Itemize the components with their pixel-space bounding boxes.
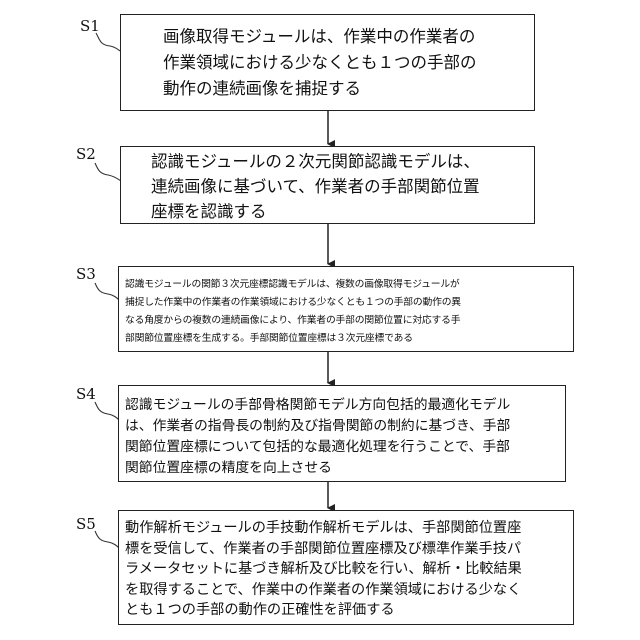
step-text-s4: 認識モジュールの手部骨格関節モデル方向包括的最適化モデル は、作業者の指骨長の制…: [125, 395, 561, 479]
step-box-s1: 画像取得モジュールは、作業中の作業者の 作業領域における少なくとも１つの手部の …: [120, 14, 535, 111]
step-box-s5: 動作解析モジュールの手技動作解析モデルは、手部関節位置座 標を受信して、作業者の…: [118, 510, 574, 625]
leader-s3: [95, 283, 119, 300]
step-box-s3: 認識モジュールの関節３次元座標認識モデルは、複数の画像取得モジュールが 捕捉した…: [118, 266, 574, 352]
step-label-s5: S5: [76, 515, 96, 533]
step-label-s4: S4: [76, 385, 96, 403]
step-box-s2: 認識モジュールの２次元関節認識モデルは、 連続画像に基づいて、作業者の手部関節位…: [120, 146, 535, 224]
step-label-s2: S2: [76, 145, 96, 163]
step-text-s3: 認識モジュールの関節３次元座標認識モデルは、複数の画像取得モジュールが 捕捉した…: [125, 276, 569, 348]
step-text-s1: 画像取得モジュールは、作業中の作業者の 作業領域における少なくとも１つの手部の …: [163, 24, 524, 102]
leader-s5: [95, 531, 119, 548]
step-label-s1: S1: [80, 17, 100, 35]
step-text-s5: 動作解析モジュールの手技動作解析モデルは、手部関節位置座 標を受信して、作業者の…: [125, 518, 569, 621]
leader-s4: [95, 402, 119, 420]
step-box-s4: 認識モジュールの手部骨格関節モデル方向包括的最適化モデル は、作業者の指骨長の制…: [118, 385, 566, 482]
step-label-s3: S3: [76, 265, 96, 283]
step-text-s2: 認識モジュールの２次元関節認識モデルは、 連続画像に基づいて、作業者の手部関節位…: [151, 149, 524, 224]
leader-s1: [96, 33, 122, 52]
leader-s2: [95, 163, 121, 181]
